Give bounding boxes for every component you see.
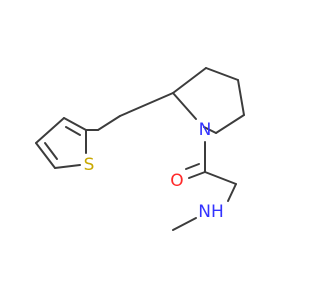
ring-nitrogen-label: N [199, 120, 212, 140]
amine-label: NH [198, 202, 224, 222]
bond-t4-t3 [35, 117, 65, 144]
bond-ch2a-ch2b [97, 115, 121, 131]
acyl-chain [172, 141, 237, 231]
bond-t5-t4 [35, 142, 56, 169]
sulfur-label: S [84, 155, 95, 175]
molecule-structure: N O S NH [35, 67, 245, 231]
bond-c2-c3 [172, 67, 207, 94]
bond-t3-t2 [63, 117, 87, 131]
bond-c4-c5 [237, 79, 245, 116]
bond-c5-c6 [215, 114, 245, 134]
thiophene-ring [35, 117, 99, 169]
ethyl-linker [97, 92, 174, 131]
bond-carbonyl-oxygen [188, 171, 206, 179]
bond-nh-methyl [172, 217, 197, 231]
bond-carbonyl-oxygen-double [185, 163, 200, 170]
bond-n-c2 [172, 92, 197, 120]
bond-ch2-nh [227, 183, 237, 202]
bond-t3-t2-double [65, 126, 81, 136]
bond-c2-ch2a [119, 92, 174, 117]
bond-s-t5 [54, 164, 81, 169]
molecule-canvas: N O S NH [35, 67, 245, 231]
bond-c3-c4 [205, 67, 239, 81]
piperidine-ring [172, 67, 245, 134]
bond-t5-t4-double [44, 142, 58, 160]
bond-c6-n [203, 126, 217, 134]
oxygen-label: O [170, 171, 183, 191]
bond-carbonyl-ch2 [204, 171, 237, 185]
